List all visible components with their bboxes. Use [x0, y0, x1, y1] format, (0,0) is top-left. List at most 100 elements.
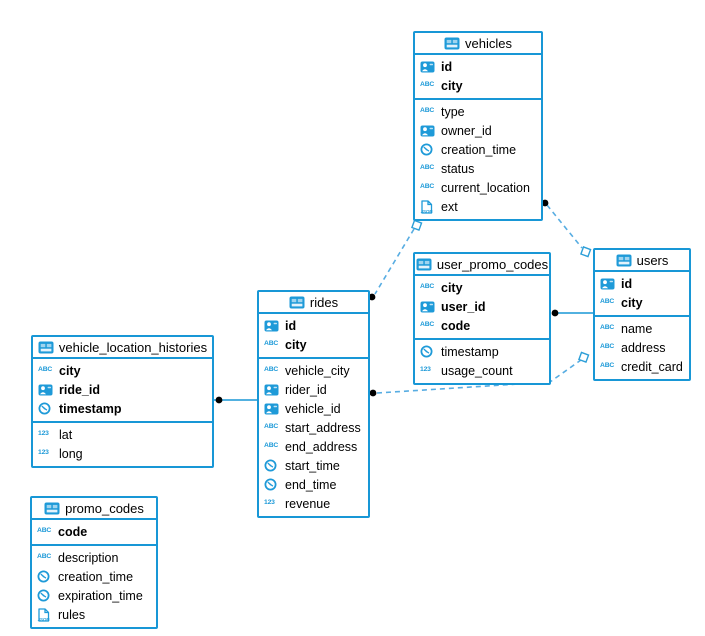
- table-vlh-header[interactable]: vehicle_location_histories: [33, 337, 212, 359]
- table-icon: [289, 296, 305, 309]
- id-icon: [600, 278, 617, 290]
- column-row[interactable]: ABC type: [415, 102, 541, 121]
- table-promo-codes-header[interactable]: promo_codes: [32, 498, 156, 520]
- table-vehicles[interactable]: vehicles id ABC city ABC type owner_id: [413, 31, 543, 221]
- column-row[interactable]: user_id: [415, 297, 549, 316]
- relation-diamond-users-left[interactable]: [578, 351, 590, 363]
- column-name: id: [441, 59, 453, 74]
- column-row[interactable]: ABC end_address: [259, 437, 368, 456]
- table-vehicle-location-histories[interactable]: vehicle_location_histories ABC city ride…: [31, 335, 214, 468]
- column-row[interactable]: 123 lat: [33, 425, 212, 444]
- column-row[interactable]: 123 long: [33, 444, 212, 463]
- column-row[interactable]: ABC code: [32, 522, 156, 541]
- table-name: user_promo_codes: [436, 256, 549, 272]
- string-icon: ABC: [420, 164, 435, 172]
- column-row[interactable]: expiration_time: [32, 586, 156, 605]
- datetime-icon: [37, 589, 54, 602]
- column-row[interactable]: id: [595, 274, 689, 293]
- table-icon: [416, 258, 432, 271]
- column-name: creation_time: [58, 569, 134, 584]
- string-icon: ABC: [600, 362, 615, 370]
- column-row[interactable]: ABC city: [595, 293, 689, 312]
- column-row[interactable]: ABC current_location: [415, 178, 541, 197]
- relation-line-vehicles-users[interactable]: [546, 204, 583, 249]
- column-row[interactable]: creation_time: [415, 140, 541, 159]
- column-row[interactable]: ABC city: [415, 76, 541, 95]
- string-icon: ABC: [264, 442, 279, 450]
- relation-diamond-users-top[interactable]: [580, 246, 592, 258]
- datetime-icon: [38, 402, 55, 415]
- relation-diamond-vehicles[interactable]: [411, 219, 423, 231]
- relation-dot-rides-right[interactable]: [369, 389, 377, 397]
- id-icon: [264, 384, 281, 396]
- column-row[interactable]: start_time: [259, 456, 368, 475]
- column-row[interactable]: 123 revenue: [259, 494, 368, 513]
- column-row[interactable]: owner_id: [415, 121, 541, 140]
- column-row[interactable]: ride_id: [33, 380, 212, 399]
- column-name: expiration_time: [58, 588, 143, 603]
- column-name: description: [58, 550, 119, 565]
- string-icon: ABC: [600, 298, 615, 306]
- column-name: id: [285, 318, 297, 333]
- table-rides[interactable]: rides id ABC city ABC vehicle_city rider…: [257, 290, 370, 518]
- column-name: type: [441, 104, 465, 119]
- column-row[interactable]: ABC vehicle_city: [259, 361, 368, 380]
- column-name: address: [621, 340, 666, 355]
- column-name: status: [441, 161, 475, 176]
- table-user-promo-codes[interactable]: user_promo_codes ABC city user_id ABC co…: [413, 252, 551, 385]
- column-row[interactable]: ABC description: [32, 548, 156, 567]
- table-users[interactable]: users id ABC city ABC name ABC address A…: [593, 248, 691, 381]
- column-row[interactable]: creation_time: [32, 567, 156, 586]
- column-row[interactable]: id: [415, 57, 541, 76]
- column-row[interactable]: rider_id: [259, 380, 368, 399]
- column-name: end_address: [285, 439, 358, 454]
- table-users-header[interactable]: users: [595, 250, 689, 272]
- id-icon: [420, 125, 437, 137]
- table-name: vehicle_location_histories: [58, 339, 208, 355]
- column-row[interactable]: timestamp: [415, 342, 549, 361]
- relation-dot-userpromocodes[interactable]: [551, 309, 559, 317]
- id-icon: [420, 301, 437, 313]
- column-name: start_address: [285, 420, 361, 435]
- column-row[interactable]: ABC start_address: [259, 418, 368, 437]
- column-name: usage_count: [441, 363, 513, 378]
- column-row[interactable]: ABC code: [415, 316, 549, 335]
- column-row[interactable]: JSON rules: [32, 605, 156, 624]
- table-rides-header[interactable]: rides: [259, 292, 368, 314]
- table-icon: [616, 254, 632, 267]
- column-row[interactable]: id: [259, 316, 368, 335]
- column-name: ext: [441, 199, 458, 214]
- column-name: credit_card: [621, 359, 683, 374]
- table-user-promo-codes-header[interactable]: user_promo_codes: [415, 254, 549, 276]
- column-row[interactable]: 123 usage_count: [415, 361, 549, 380]
- svg-text:JSON: JSON: [38, 617, 50, 622]
- column-name: id: [621, 276, 633, 291]
- relation-line-rides-vehicles[interactable]: [374, 228, 415, 295]
- column-row[interactable]: JSON ext: [415, 197, 541, 216]
- id-icon: [420, 61, 437, 73]
- relation-dot-vlh[interactable]: [215, 396, 223, 404]
- column-row[interactable]: ABC address: [595, 338, 689, 357]
- column-name: code: [441, 318, 471, 333]
- table-promo-codes[interactable]: promo_codes ABC code ABC description cre…: [30, 496, 158, 629]
- column-name: creation_time: [441, 142, 517, 157]
- column-row[interactable]: vehicle_id: [259, 399, 368, 418]
- datetime-icon: [420, 143, 437, 156]
- column-row[interactable]: ABC city: [259, 335, 368, 354]
- table-icon: [444, 37, 460, 50]
- column-row[interactable]: end_time: [259, 475, 368, 494]
- column-row[interactable]: ABC credit_card: [595, 357, 689, 376]
- column-row[interactable]: ABC name: [595, 319, 689, 338]
- column-row[interactable]: ABC status: [415, 159, 541, 178]
- column-row[interactable]: timestamp: [33, 399, 212, 418]
- column-row[interactable]: ABC city: [415, 278, 549, 297]
- datetime-icon: [420, 345, 437, 358]
- column-name: timestamp: [441, 344, 499, 359]
- id-icon: [264, 320, 281, 332]
- table-vehicles-header[interactable]: vehicles: [415, 33, 541, 55]
- string-icon: ABC: [420, 321, 435, 329]
- column-name: user_id: [441, 299, 486, 314]
- table-name: rides: [309, 294, 339, 310]
- column-row[interactable]: ABC city: [33, 361, 212, 380]
